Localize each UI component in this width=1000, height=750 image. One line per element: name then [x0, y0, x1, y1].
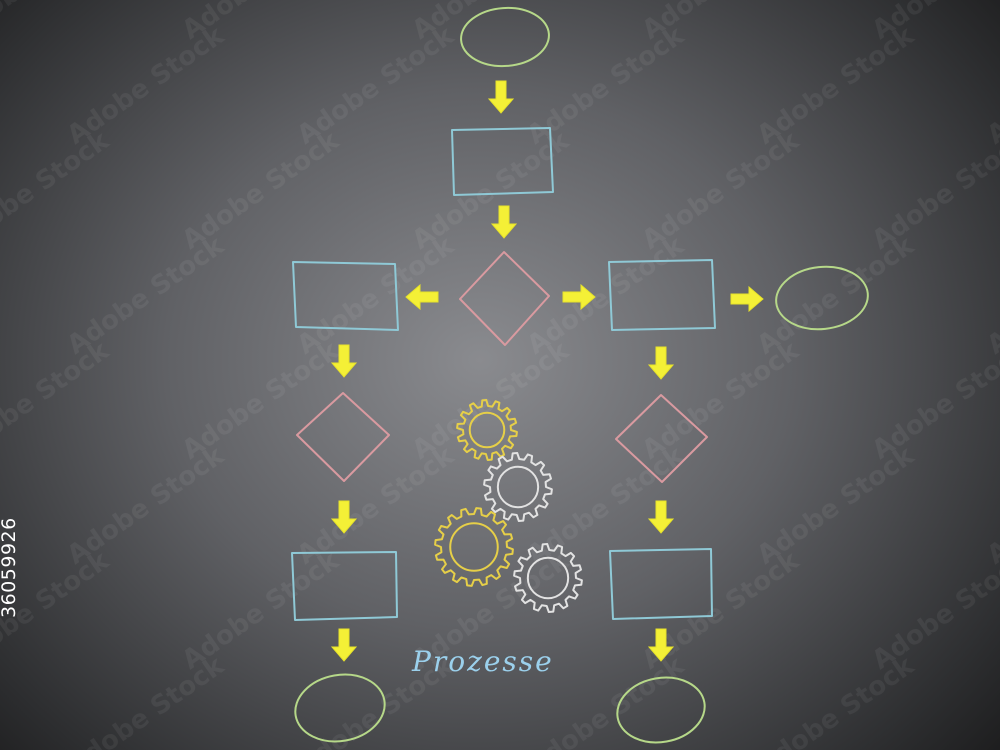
watermark-text: Adobe Stock [982, 440, 1000, 570]
start-oval [460, 6, 550, 68]
stock-id-label: 36059926 [0, 517, 20, 618]
watermark-text: Adobe Stock [0, 125, 115, 255]
watermark-text: Adobe Stock [62, 20, 230, 150]
watermark-text: Adobe Stock [0, 0, 115, 46]
watermark-text: Adobe Stock [62, 440, 230, 570]
watermark-text: Adobe Stock [867, 335, 1000, 465]
watermark-text: Adobe Stock [292, 440, 460, 570]
end-bottom-right-oval [616, 676, 706, 744]
watermark-text: Adobe Stock [637, 125, 805, 255]
watermark-text: Adobe Stock [0, 335, 115, 465]
decision-1-diamond [459, 251, 550, 346]
step-1-box [451, 127, 554, 196]
end-left-oval [294, 673, 386, 743]
gear-4-icon [513, 543, 583, 613]
watermark-text: Adobe Stock [177, 335, 345, 465]
caption-prozesse: Prozesse [412, 645, 554, 678]
end-right-oval [775, 265, 869, 331]
arrow-right-to-decision [648, 346, 674, 380]
arrow-left-step-to-end [331, 628, 357, 662]
gear-2-icon [483, 452, 553, 522]
step-right-2-box [609, 548, 713, 620]
arrow-right-decision-to-step [648, 500, 674, 534]
watermark-text: Adobe Stock [177, 545, 345, 675]
watermark-text: Adobe Stock [982, 650, 1000, 750]
arrow-start-to-step1 [488, 80, 514, 114]
watermark-text: Adobe Stock [752, 20, 920, 150]
watermark-text: Adobe Stock [982, 230, 1000, 360]
step-right-box [608, 259, 716, 331]
watermark-text: Adobe Stock [752, 440, 920, 570]
watermark-text: Adobe Stock [982, 20, 1000, 150]
gears-cluster [434, 399, 583, 613]
step-left-box [292, 261, 399, 331]
watermark-text: Adobe Stock [407, 125, 575, 255]
gear-3-icon [434, 507, 514, 587]
decision-left-diamond [296, 392, 390, 482]
watermark-text: Adobe Stock [867, 125, 1000, 255]
watermark-text: Adobe Stock [522, 230, 690, 360]
watermark-text: Adobe Stock [867, 545, 1000, 675]
arrow-right-to-end [730, 286, 764, 312]
decision-right-diamond [615, 394, 708, 483]
watermark-text: Adobe Stock [522, 20, 690, 150]
arrow-step1-to-decision1 [491, 205, 517, 239]
watermark-text: Adobe Stock [177, 125, 345, 255]
watermark-text: Adobe Stock [62, 650, 230, 750]
step-left-2-box [291, 551, 398, 621]
watermark-text: Adobe Stock [752, 650, 920, 750]
watermark-text: Adobe Stock [62, 230, 230, 360]
gear-1-icon [456, 399, 518, 461]
watermark-text: Adobe Stock [292, 20, 460, 150]
